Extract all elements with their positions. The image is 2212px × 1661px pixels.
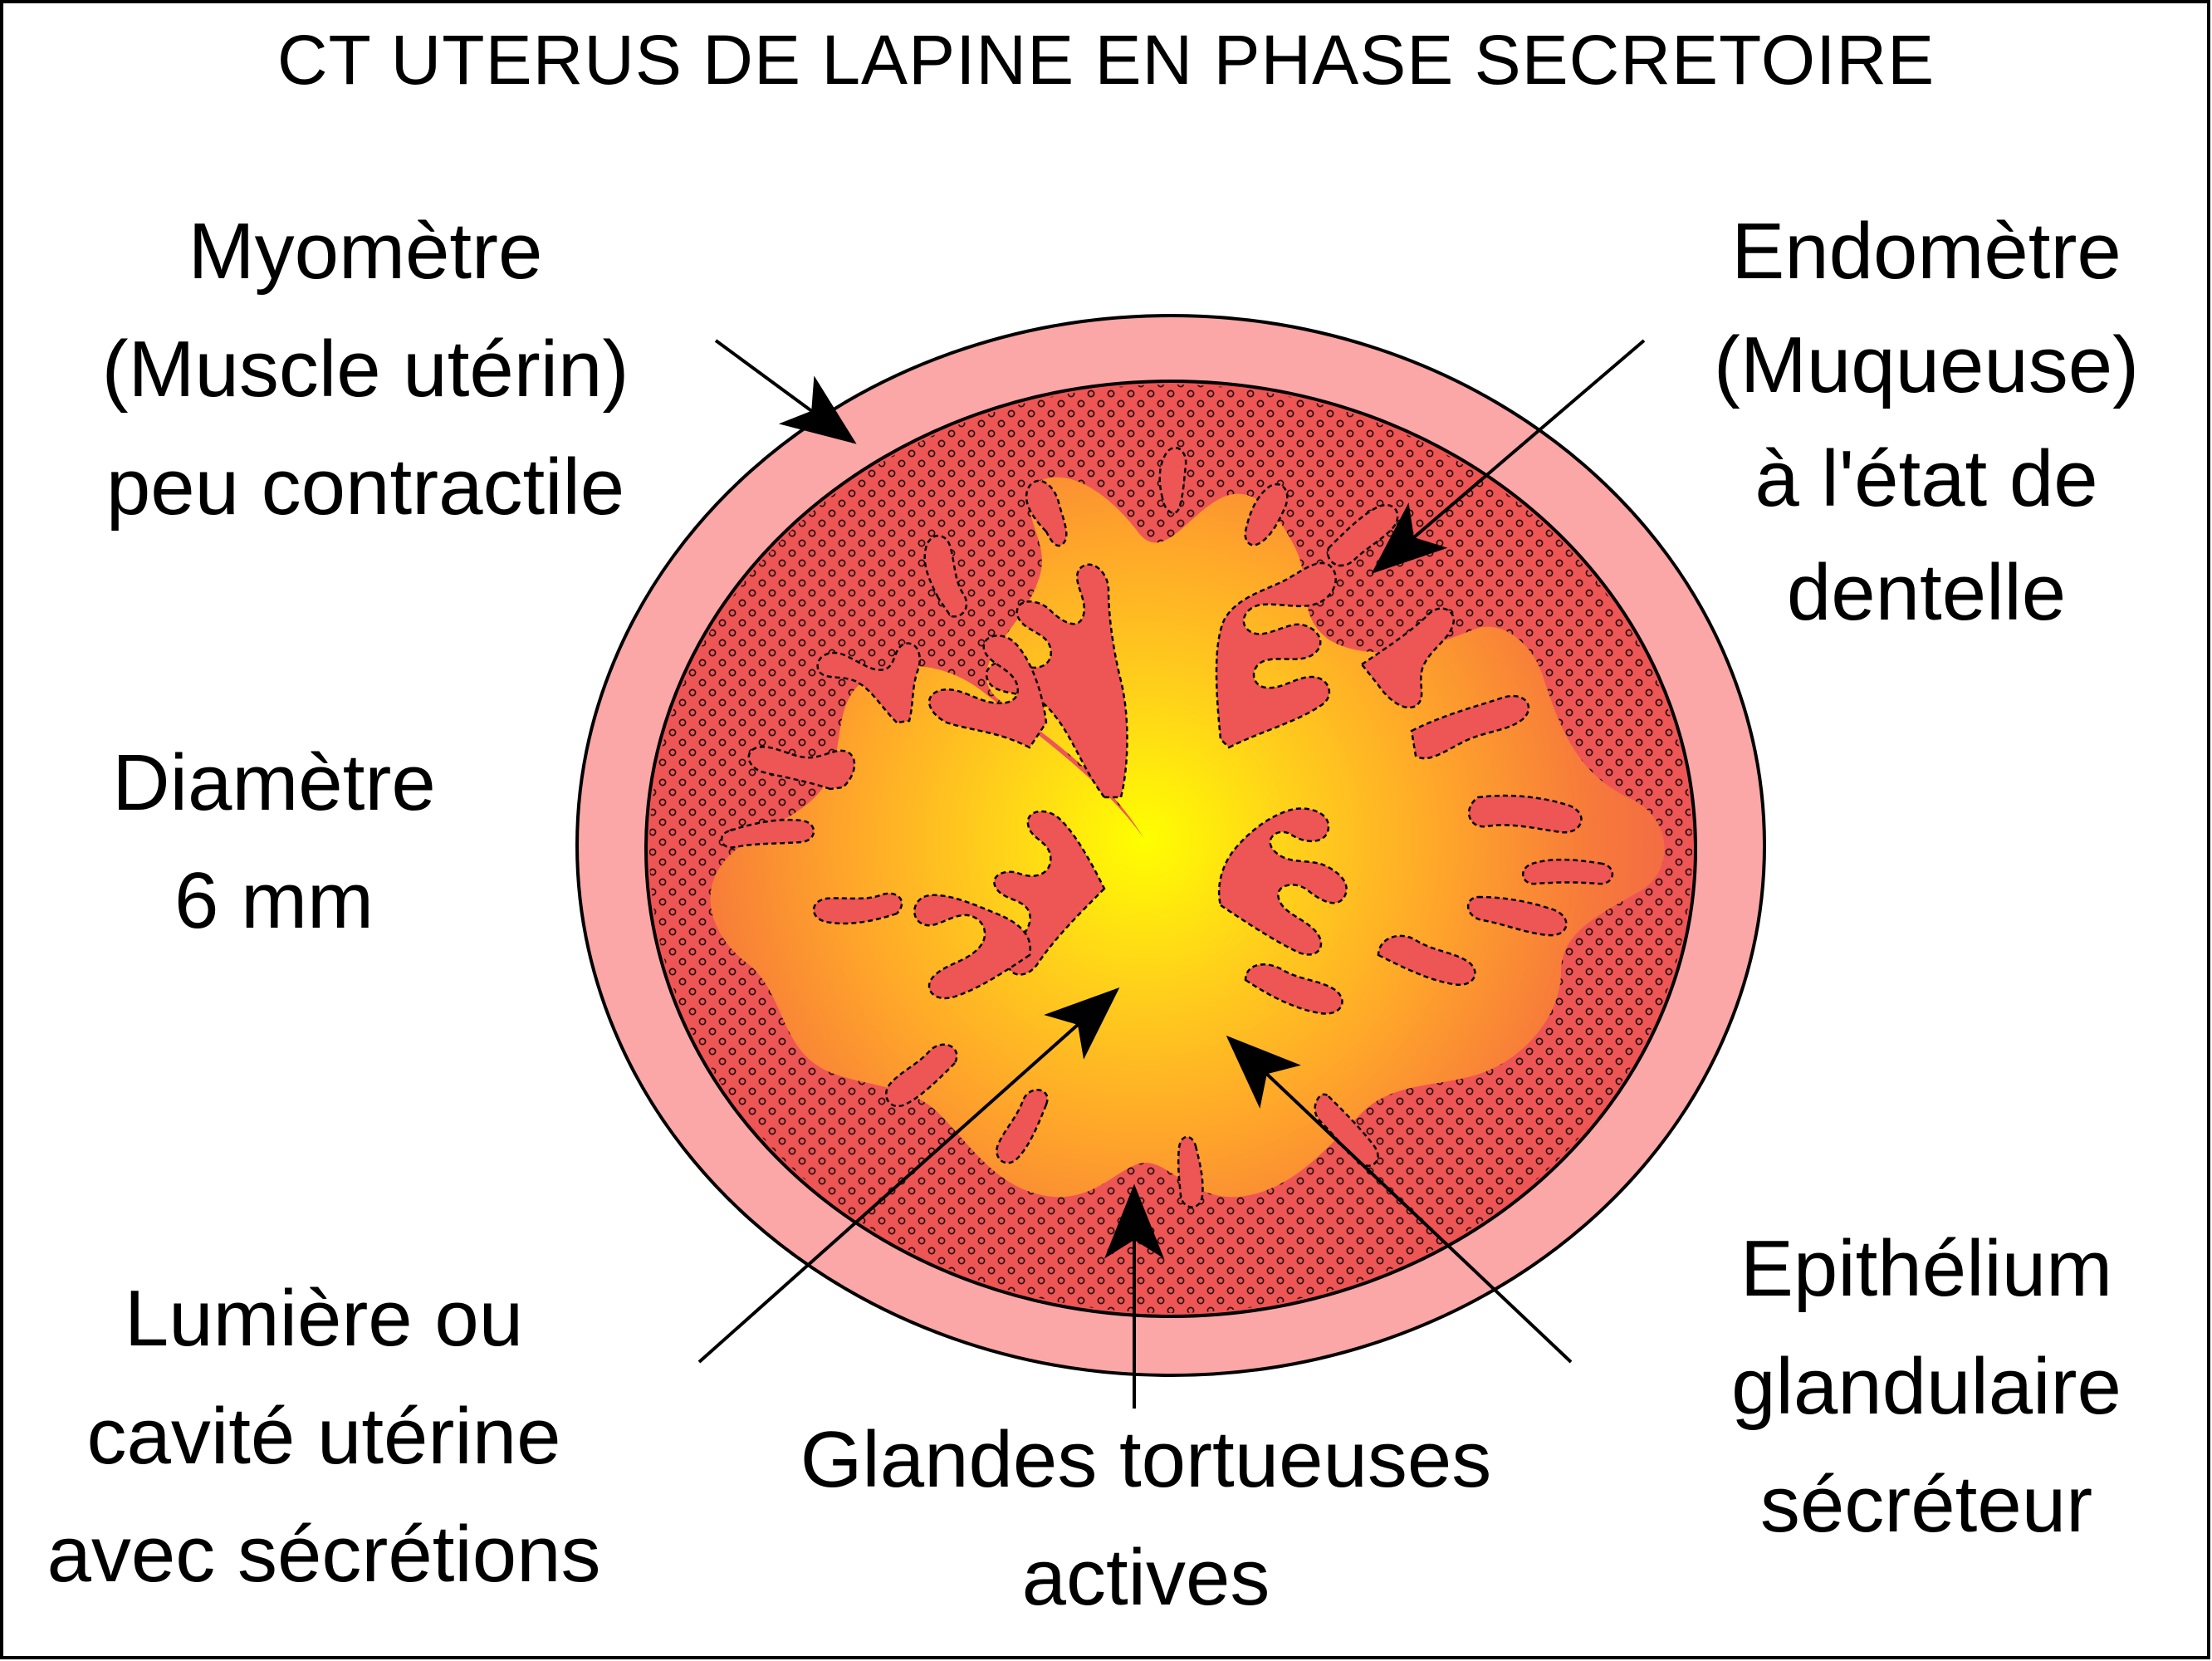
gland: [1244, 483, 1289, 546]
label-line: à l'état de: [1754, 434, 2098, 523]
gland: [812, 892, 903, 925]
gland: [1025, 479, 1068, 547]
gland: [1522, 858, 1613, 885]
label-line: 6 mm: [174, 856, 374, 945]
arrow-myometre: [714, 339, 857, 444]
label-line: sécréteur: [1759, 1460, 2093, 1549]
gland: [1177, 1135, 1204, 1208]
gland: [1377, 934, 1476, 987]
gland: [1410, 694, 1530, 760]
label-line: actives: [1021, 1533, 1270, 1622]
gland: [884, 1043, 958, 1108]
label-diametre: Diamètre 6 mm: [50, 743, 498, 979]
label-line: dentelle: [1786, 548, 2067, 637]
label-line: Lumière ou: [124, 1274, 524, 1363]
gland: [1360, 607, 1456, 709]
label-line: (Muqueuse): [1713, 321, 2140, 409]
gland: [1158, 447, 1187, 514]
label-glandes: Glandes tortueuses actives: [714, 1420, 1578, 1656]
label-line: glandulaire: [1731, 1342, 2121, 1431]
gland: [1244, 963, 1343, 1015]
gland: [913, 894, 1032, 1000]
gland: [1467, 895, 1568, 937]
gland: [816, 642, 921, 724]
annotation-arrows: [697, 339, 1646, 1409]
label-line: avec sécrétions: [46, 1510, 601, 1599]
gland: [928, 635, 1048, 749]
arrow-endometre: [1371, 339, 1646, 574]
label-epithelium: Epithélium glandulaire sécréteur: [1644, 1229, 2209, 1583]
gland: [1217, 807, 1348, 956]
label-line: Diamètre: [112, 738, 436, 827]
gland: [993, 810, 1106, 976]
label-line: (Muscle utérin): [101, 325, 629, 414]
gland: [1215, 561, 1337, 749]
gland: [1314, 1093, 1379, 1167]
gland: [996, 1089, 1049, 1164]
label-line: Myomètre: [188, 207, 543, 296]
label-line: peu contractile: [105, 443, 625, 532]
arrow-epithelium: [1226, 1035, 1573, 1364]
gland: [747, 746, 856, 791]
label-endometre: Endomètre (Muqueuse) à l'état de dentell…: [1644, 212, 2209, 667]
label-line: Epithélium: [1740, 1224, 2113, 1313]
gland: [985, 563, 1128, 799]
arrow-lumiere: [697, 987, 1120, 1364]
label-lumiere: Lumière ou cavité utérine avec sécrétion…: [0, 1279, 648, 1633]
label-line: Glandes tortueuses: [800, 1415, 1492, 1504]
label-line: cavité utérine: [86, 1392, 561, 1481]
gland: [923, 534, 968, 618]
gland: [720, 818, 815, 849]
diagram-title: CT UTERUS DE LAPINE EN PHASE SECRETOIRE: [276, 21, 1936, 99]
label-myometre: Myomètre (Muscle utérin) peu contractile: [25, 212, 706, 566]
glandes-tortueuses: [720, 447, 1613, 1208]
label-line: Endomètre: [1731, 207, 2121, 296]
gland: [1468, 794, 1583, 834]
